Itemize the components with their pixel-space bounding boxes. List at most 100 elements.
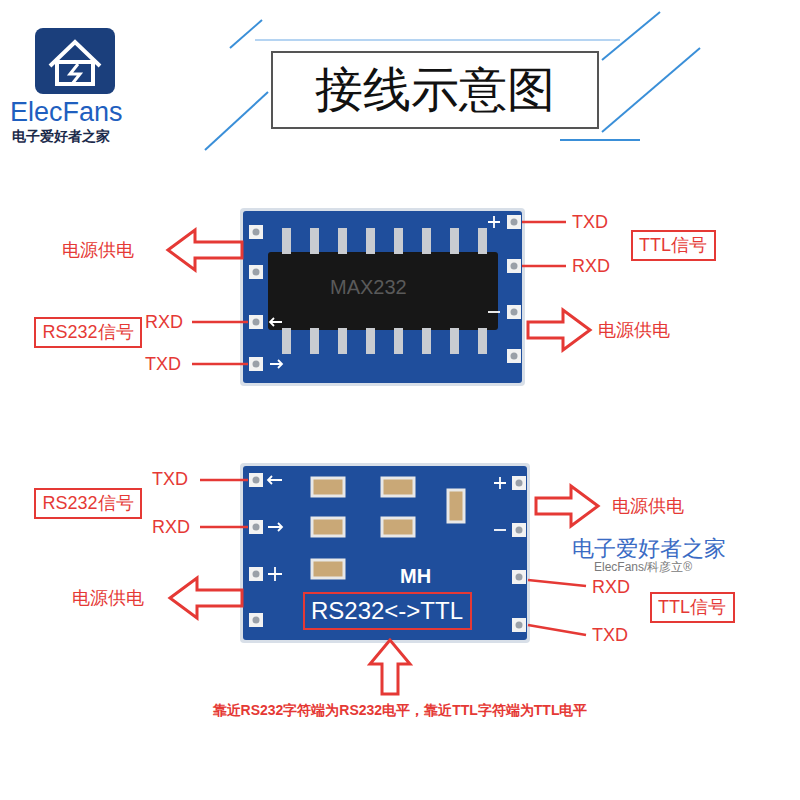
box-label: TTL信号 [639, 235, 707, 256]
pad-hole [253, 524, 260, 531]
signal-name: TXD [152, 469, 188, 490]
signal-name: TXD [145, 354, 181, 375]
ic-pin [310, 228, 319, 254]
pad-hole [511, 263, 518, 270]
smd-capacitor [382, 478, 414, 496]
signal-name: RXD [145, 312, 183, 333]
silkscreen-mark [268, 523, 282, 531]
box-label: TTL信号 [658, 597, 726, 618]
ic-pin [394, 328, 403, 354]
silkscreen-mark [268, 567, 282, 581]
ic-pin [282, 228, 291, 254]
chip-marking: MAX232 [330, 276, 407, 299]
solder-pad [512, 476, 526, 490]
watermark: 电子爱好者之家 [572, 536, 726, 561]
power-label: 电源供电 [62, 240, 134, 261]
ic-pin [422, 228, 431, 254]
label-box: RS232信号 [34, 488, 142, 519]
solder-pad [249, 567, 263, 581]
leader-lines [192, 222, 586, 635]
pad-hole [511, 353, 518, 360]
solder-pad [512, 618, 526, 632]
power-label: 电源供电 [612, 496, 684, 517]
silkscreen-mark [494, 529, 506, 531]
silkscreen-mark [270, 318, 282, 326]
pad-hole [511, 219, 518, 226]
pad-hole [516, 622, 523, 629]
pad-hole [253, 269, 260, 276]
signal-name: RXD [152, 517, 190, 538]
pad-hole [253, 319, 260, 326]
silkscreen-text: MH [400, 565, 431, 588]
ic-pin [366, 228, 375, 254]
pcb-board [240, 463, 530, 643]
pad-hole [253, 571, 260, 578]
solder-pad [507, 215, 521, 229]
solder-pad [507, 349, 521, 363]
pad-hole [253, 617, 260, 624]
silkscreen-mark [268, 476, 282, 484]
pad-hole [516, 574, 523, 581]
pad-hole [253, 361, 260, 368]
silkscreen-mark [270, 360, 282, 368]
ic-pin [338, 228, 347, 254]
silkscreen-mark [488, 216, 500, 228]
solder-pad [249, 613, 263, 627]
signal-name: RXD [592, 577, 630, 598]
ic-pin [338, 328, 347, 354]
label-box: TTL信号 [631, 230, 716, 261]
box-label: RS232<->TTL [311, 597, 463, 625]
label-box: RS232<->TTL [303, 592, 472, 630]
box-label: RS232信号 [42, 322, 133, 343]
ic-pin [282, 328, 291, 354]
ic-pin [450, 228, 459, 254]
silkscreen-mark [494, 477, 506, 489]
smd-capacitor [382, 518, 414, 536]
solder-pad [249, 265, 263, 279]
solder-pad [249, 473, 263, 487]
signal-name: TXD [592, 625, 628, 646]
ic-pin [450, 328, 459, 354]
pcb-board [240, 208, 525, 386]
caption: 靠近RS232字符端为RS232电平，靠近TTL字符端为TTL电平 [213, 702, 588, 718]
ic-pin [478, 328, 487, 354]
silkscreen-mark [488, 311, 500, 313]
ic-pin [394, 228, 403, 254]
pad-hole [253, 477, 260, 484]
signal-name: TXD [572, 212, 608, 233]
solder-pad [512, 570, 526, 584]
smd-capacitor [312, 560, 344, 578]
signal-name: RXD [572, 256, 610, 277]
solder-pad [507, 305, 521, 319]
logo-subtitle: 电子爱好者之家 [12, 128, 110, 144]
title-box [272, 52, 598, 128]
ic-pin [422, 328, 431, 354]
power-label: 电源供电 [598, 320, 670, 341]
logo-icon [35, 28, 115, 94]
label-box: RS232信号 [34, 317, 142, 348]
logo-text: ElecFans [10, 97, 123, 128]
solder-pad [507, 259, 521, 273]
box-label: RS232信号 [42, 493, 133, 514]
solder-pad [249, 357, 263, 371]
power-label: 电源供电 [72, 588, 144, 609]
title: 接线示意图 [315, 62, 555, 117]
solder-pad [249, 315, 263, 329]
title-decoration [205, 12, 700, 150]
smd-capacitor [312, 478, 344, 496]
smd-capacitor [312, 518, 344, 536]
solder-pad [249, 225, 263, 239]
ic-pin [366, 328, 375, 354]
pad-hole [516, 480, 523, 487]
solder-pad [249, 520, 263, 534]
ic-pin [478, 228, 487, 254]
smd-capacitor [448, 490, 464, 522]
pad-hole [253, 229, 260, 236]
pad-hole [511, 309, 518, 316]
label-box: TTL信号 [650, 592, 735, 623]
ic-pin [310, 328, 319, 354]
ic-chip [268, 252, 498, 330]
solder-pad [512, 523, 526, 537]
watermark: ElecFans/科彦立® [594, 561, 692, 575]
